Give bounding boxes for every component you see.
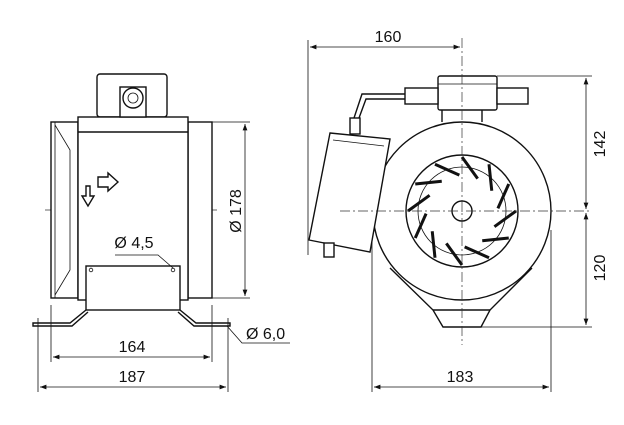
- inlet-flange: [50, 121, 79, 299]
- extension-lines: [37, 121, 290, 392]
- diameter-label: Ø 178: [228, 189, 245, 233]
- rotation-arrow-icon: [80, 185, 96, 208]
- right-foot: [177, 309, 231, 327]
- cable: [353, 93, 405, 128]
- impeller-blade: [413, 213, 428, 239]
- impeller-blade: [415, 179, 442, 186]
- cable-gland-left-icon: [404, 87, 439, 105]
- outlet-duct: [187, 121, 213, 299]
- cable-gland-icon: [119, 86, 147, 118]
- width-inner-label: 164: [119, 339, 146, 356]
- impeller-blade: [407, 194, 431, 213]
- mounting-bracket: [85, 265, 181, 311]
- total-width-label: 183: [447, 369, 474, 386]
- left-foot: [32, 309, 89, 327]
- hole-label: Ø 4,5: [114, 235, 153, 252]
- terminal-box: [437, 75, 498, 111]
- impeller-blade: [464, 245, 490, 260]
- impeller-blade: [487, 164, 494, 191]
- height-bottom-label: 120: [592, 255, 609, 282]
- bracket-hole: [170, 267, 176, 273]
- side-view: Ø 178 Ø 4,5 Ø 6,0 164 187: [32, 73, 290, 392]
- capacitor-edge: [332, 139, 385, 147]
- extension-lines: [307, 40, 592, 392]
- capacitor: [308, 132, 391, 253]
- gland-nut: [122, 87, 144, 109]
- impeller-blade: [496, 183, 511, 209]
- flange-detail: [54, 122, 71, 298]
- front-view: 160 142 120 183: [307, 29, 609, 392]
- cable-gland-right-icon: [496, 87, 529, 105]
- width-label: 160: [375, 29, 402, 46]
- impeller-blade: [434, 162, 460, 177]
- height-top-label: 142: [592, 131, 609, 158]
- capacitor-nut: [323, 242, 335, 258]
- impeller-blade: [445, 242, 464, 266]
- impeller-blade: [482, 236, 509, 243]
- gland-hole: [127, 92, 139, 104]
- impeller-blade: [460, 156, 479, 180]
- foot-hole-label: Ø 6,0: [246, 326, 285, 343]
- capacitor-gland: [349, 117, 361, 135]
- impeller-blades: [407, 156, 517, 266]
- impeller-blade: [493, 209, 517, 228]
- bracket-hole: [88, 267, 94, 273]
- width-outer-label: 187: [119, 369, 146, 386]
- airflow-arrow-icon: [97, 171, 120, 193]
- impeller-blade: [430, 231, 437, 258]
- box-supports: [441, 110, 483, 122]
